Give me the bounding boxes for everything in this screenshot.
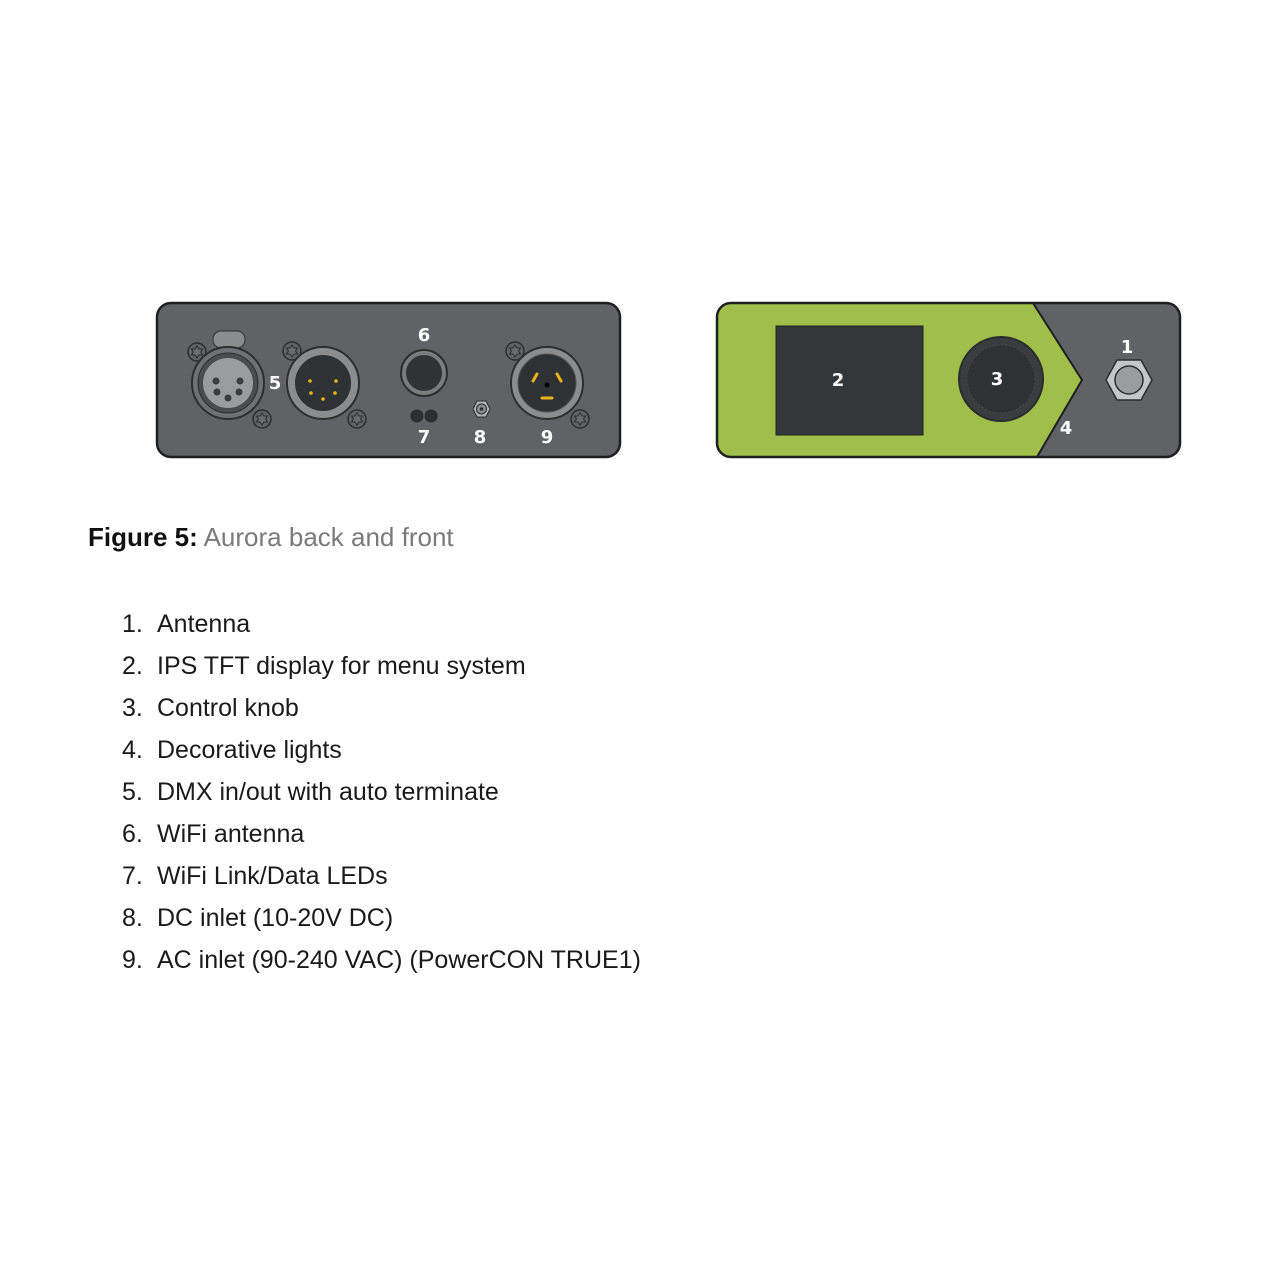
item-text: Decorative lights	[157, 736, 342, 764]
item-number: 8.	[122, 904, 143, 932]
item-number: 4.	[122, 736, 143, 764]
item-text: DMX in/out with auto terminate	[157, 778, 499, 806]
item-text: DC inlet (10-20V DC)	[157, 904, 394, 932]
wifi-antenna-socket	[400, 349, 448, 397]
item-text: Antenna	[157, 610, 251, 638]
label-3: 3	[991, 369, 1004, 390]
figure-caption: Figure 5: Aurora back and front	[88, 522, 454, 553]
aurora-figure: 5 6 7 8 9 1 2 3 4	[155, 301, 1182, 459]
list-item: 9. AC inlet (90-240 VAC) (PowerCON TRUE1)	[122, 942, 641, 984]
label-6: 6	[418, 325, 431, 346]
control-knob	[958, 336, 1044, 422]
item-number: 1.	[122, 610, 143, 638]
wifi-led-icons	[410, 409, 438, 423]
item-text: IPS TFT display for menu system	[157, 652, 526, 680]
item-text: AC inlet (90-240 VAC) (PowerCON TRUE1)	[157, 946, 641, 974]
label-8: 8	[474, 427, 487, 448]
list-item: 7. WiFi Link/Data LEDs	[122, 858, 641, 900]
list-item: 4. Decorative lights	[122, 732, 641, 774]
item-number: 3.	[122, 694, 143, 722]
list-item: 5. DMX in/out with auto terminate	[122, 774, 641, 816]
display-screen	[775, 325, 924, 436]
item-text: WiFi antenna	[157, 820, 305, 848]
xlr-female-connector	[191, 346, 265, 420]
item-number: 5.	[122, 778, 143, 806]
label-2: 2	[832, 370, 845, 391]
label-9: 9	[541, 427, 554, 448]
list-item: 8. DC inlet (10-20V DC)	[122, 900, 641, 942]
label-1: 1	[1121, 337, 1134, 358]
label-5: 5	[269, 373, 282, 394]
item-number: 6.	[122, 820, 143, 848]
caption-prefix: Figure 5:	[88, 522, 198, 552]
caption-text: Aurora back and front	[203, 522, 454, 552]
item-number: 2.	[122, 652, 143, 680]
list-item: 3. Control knob	[122, 690, 641, 732]
item-number: 9.	[122, 946, 143, 974]
xlr-male-connector	[286, 346, 360, 420]
back-panel: 5 6 7 8 9	[155, 301, 622, 459]
component-list: 1. Antenna 2. IPS TFT display for menu sys…	[122, 606, 641, 984]
label-7: 7	[418, 427, 431, 448]
antenna-icon	[1105, 359, 1153, 401]
list-item: 1. Antenna	[122, 606, 641, 648]
list-item: 6. WiFi antenna	[122, 816, 641, 858]
label-4: 4	[1060, 418, 1073, 439]
dc-inlet	[472, 400, 491, 418]
item-text: Control knob	[157, 694, 299, 722]
item-text: WiFi Link/Data LEDs	[157, 862, 388, 890]
front-panel: 1 2 3 4	[715, 301, 1182, 459]
item-number: 7.	[122, 862, 143, 890]
powercon-inlet	[510, 346, 584, 420]
xlr-latch	[212, 330, 246, 349]
list-item: 2. IPS TFT display for menu system	[122, 648, 641, 690]
